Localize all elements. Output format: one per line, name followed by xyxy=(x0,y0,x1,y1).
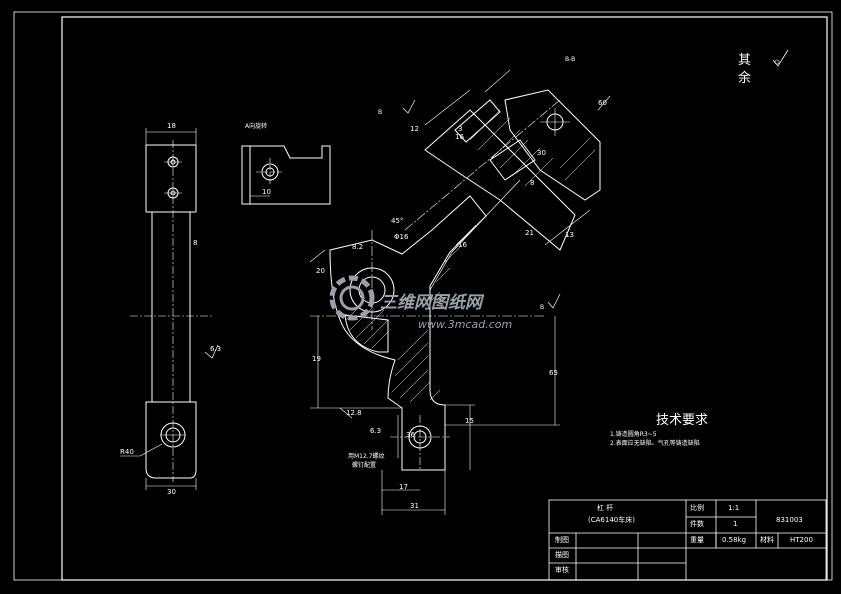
dim-36: 36 xyxy=(406,431,415,439)
dim-12-8: 12.8 xyxy=(346,409,362,417)
tb-qty-label: 件数 xyxy=(690,520,704,528)
roughness-char-2: 余 xyxy=(738,71,752,86)
dim-12: 12 xyxy=(410,125,419,133)
inner-border xyxy=(61,16,828,581)
dim-a-view: 10 xyxy=(262,188,271,196)
dim-13: 13 xyxy=(565,231,574,239)
tech-req-title: 技术要求 xyxy=(656,413,709,428)
tb-material-label: 材料 xyxy=(760,536,774,544)
watermark-name: 三维网图纸网 xyxy=(380,293,482,313)
dim-31: 31 xyxy=(410,502,419,510)
section-mark-b-left: B xyxy=(378,109,383,116)
thread-note: 用M12.7螺纹 xyxy=(348,453,385,460)
dim-side-bottom: 30 xyxy=(167,488,176,496)
watermark-url: www.3mcad.com xyxy=(418,318,513,331)
roughness-symbol xyxy=(772,49,789,67)
tb-part-name: 杠 杆 xyxy=(597,504,614,512)
dim-8: 8 xyxy=(530,179,535,187)
dim-15: 15 xyxy=(465,417,474,425)
dim-side-width: 18 xyxy=(167,122,176,130)
tb-scale-value: 1:1 xyxy=(728,504,740,512)
tb-draw-label: 制图 xyxy=(555,536,569,544)
roughness-char-1: 其 xyxy=(738,53,752,68)
dim-16b: 16 xyxy=(458,241,467,249)
tb-drawing-no: 831003 xyxy=(776,516,803,524)
dim-8-2: 8.2 xyxy=(352,243,364,251)
dim-16: 16 xyxy=(455,133,464,141)
section-bb xyxy=(402,69,611,309)
tb-material-value: HT200 xyxy=(790,536,813,544)
tech-req-item-1: 1.铸造圆角R3~5 xyxy=(610,431,657,438)
section-mark-b-right: B xyxy=(540,304,545,311)
dim-side-tol: 6.3 xyxy=(210,345,222,353)
tb-scale-label: 比例 xyxy=(690,504,704,512)
dim-65: 65 xyxy=(549,369,558,377)
a-view-label: A向旋转 xyxy=(245,123,268,130)
dim-angle: 45° xyxy=(391,217,404,225)
dim-side-r: R40 xyxy=(120,448,134,456)
dim-3: 3 xyxy=(458,125,463,133)
section-bb-label: B-B xyxy=(565,56,576,63)
thread-note-2: 螺钉配置 xyxy=(352,462,377,469)
tb-design-label: 描图 xyxy=(555,551,569,559)
tech-req-item-2: 2.表面应无缺陷、气孔等铸造缺陷 xyxy=(610,440,700,447)
side-view xyxy=(120,128,219,490)
dim-60: 60 xyxy=(598,99,607,107)
tb-qty-value: 1 xyxy=(733,520,738,528)
a-view xyxy=(241,145,331,205)
title-block-lines xyxy=(548,499,827,581)
tb-check-label: 审核 xyxy=(555,566,569,574)
main-view xyxy=(309,99,561,515)
tb-part-sub: (CA6140车床) xyxy=(588,516,635,524)
dim-17: 17 xyxy=(399,483,408,491)
dim-30: 30 xyxy=(537,149,546,157)
dim-6-3: 6.3 xyxy=(370,427,382,435)
dim-side-small: 8 xyxy=(193,239,198,247)
dim-21: 21 xyxy=(525,229,534,237)
watermark-gear-icon xyxy=(329,275,375,321)
tb-weight-value: 0.58kg xyxy=(722,536,747,544)
dim-20: 20 xyxy=(316,267,325,275)
dim-19: 19 xyxy=(312,355,321,363)
tb-weight-label: 重量 xyxy=(690,536,704,544)
dim-phi: Φ16 xyxy=(394,233,409,241)
